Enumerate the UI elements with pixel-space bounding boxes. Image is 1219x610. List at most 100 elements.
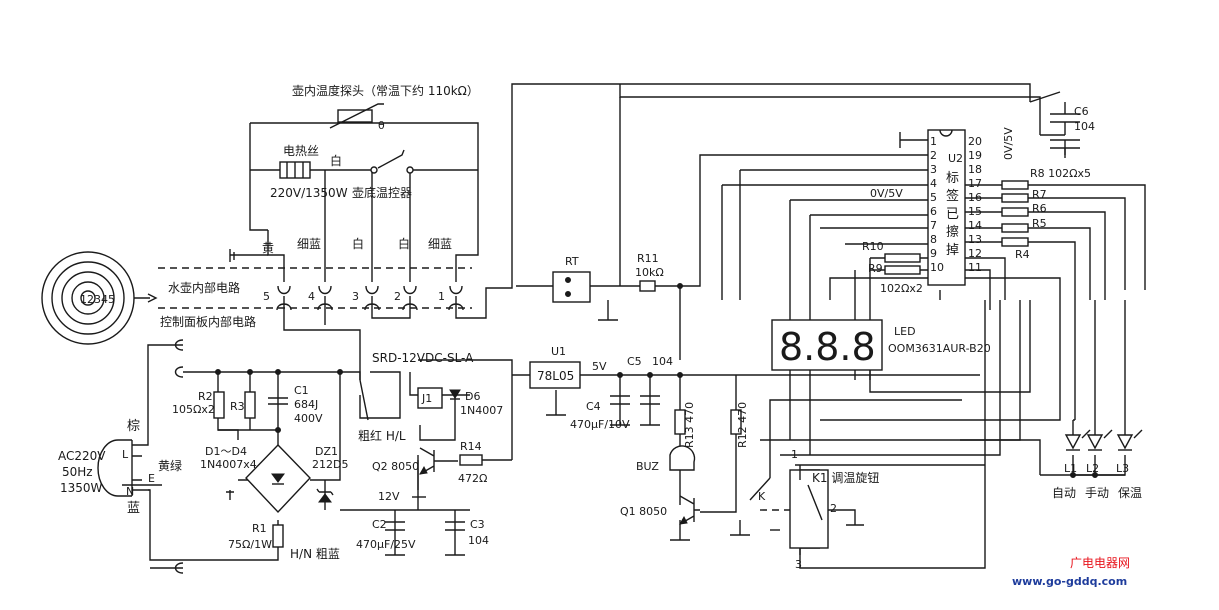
- resistor-r5: [1001, 223, 1029, 233]
- r2-value: 105Ωx2: [172, 403, 215, 416]
- u2-pin-4: 4: [930, 177, 937, 190]
- k1-pin-3: 3: [795, 558, 802, 571]
- wire-yellow: 黄: [262, 241, 274, 255]
- knob-k1: [789, 469, 829, 549]
- u2-label: U2: [948, 152, 963, 165]
- pin-1: 1: [438, 290, 445, 303]
- labels: 壶内温度探头（常温下约 110kΩ） 电热丝 220V/1350W 白 壶底温控…: [58, 83, 1142, 571]
- u2-top-voltage: 0V/5V: [1002, 127, 1015, 160]
- thick-red-label: 粗红 H/L: [358, 428, 406, 443]
- u2-voltage: 0V/5V: [870, 187, 903, 200]
- watermark-cn: 广电电器网: [1070, 556, 1130, 570]
- resistor-r7: [1001, 193, 1029, 203]
- mode-keep-warm: 保温: [1118, 486, 1142, 500]
- transistor-q1: [679, 495, 700, 525]
- chip-u2: [927, 129, 966, 286]
- probe-mark: θ: [378, 119, 385, 132]
- resistor-r3: [244, 391, 256, 419]
- indicator-leds: [1064, 429, 1143, 451]
- k1-pin-1: 1: [791, 448, 798, 461]
- rt-label: RT: [565, 255, 579, 268]
- u2-pin-7: 7: [930, 219, 937, 232]
- r3-label: R3: [230, 400, 245, 413]
- r11-value: 10kΩ: [635, 266, 664, 279]
- c3-value: 104: [468, 534, 489, 547]
- kettle-circuit-label: 水壶内部电路: [168, 280, 240, 295]
- r8-label: R8 102Ωx5: [1030, 167, 1091, 180]
- u2-pin-18: 18: [968, 163, 982, 176]
- watermark: 广电电器网 www.go-gddq.com: [1012, 556, 1130, 588]
- watermark-url: www.go-gddq.com: [1012, 575, 1127, 588]
- r6-label: R6: [1032, 202, 1047, 215]
- c3-label: C3: [470, 518, 485, 531]
- r5-label: R5: [1032, 217, 1047, 230]
- seven-seg-digits: 8.8.8: [779, 325, 876, 369]
- panel-circuit-label: 控制面板内部电路: [160, 314, 256, 329]
- zener-dz1: [318, 493, 332, 503]
- u2-note-3: 已: [946, 207, 959, 222]
- u2-note-4: 擦: [946, 225, 959, 240]
- u2-pin-16: 16: [968, 191, 982, 204]
- u2-pin-11: 11: [968, 261, 982, 274]
- k1-pin-2: 2: [830, 502, 837, 515]
- pin-5: 5: [263, 290, 270, 303]
- u1-label: U1: [551, 345, 566, 358]
- u2-pin-17: 17: [968, 177, 982, 190]
- u2-pin-3: 3: [930, 163, 937, 176]
- r14-value: 472Ω: [458, 472, 487, 485]
- r1-label: R1: [252, 522, 267, 535]
- led-display: [771, 319, 883, 371]
- white-wire-top: 白: [330, 153, 342, 168]
- base-thermostat-label: 壶底温控器: [352, 185, 412, 200]
- capacitor-c1: [268, 397, 288, 405]
- ac-in: AC220V: [58, 449, 106, 463]
- u2-note-5: 掉: [946, 243, 959, 258]
- capacitor-c4: [610, 395, 630, 405]
- c5-value: 104: [652, 355, 673, 368]
- 12v-label: 12V: [378, 490, 400, 503]
- resistor-r12: [730, 409, 742, 435]
- mode-manual: 手动: [1085, 486, 1109, 500]
- u2-pin-2: 2: [930, 149, 937, 162]
- wire-thin-blue-1: 细蓝: [297, 237, 321, 251]
- u2-note-2: 签: [946, 188, 959, 204]
- resistor-r9: [884, 265, 921, 275]
- u1-part: 78L05: [537, 369, 574, 383]
- led-part: OOM3631AUR-B20: [888, 342, 991, 355]
- d6-value: 1N4007: [460, 404, 503, 417]
- u2-pin-20: 20: [968, 135, 982, 148]
- thermostat-contact-left: [370, 166, 378, 174]
- thermostat-contact-right: [406, 166, 414, 174]
- c2-label: C2: [372, 518, 387, 531]
- pin-4: 4: [308, 290, 315, 303]
- pin-3: 3: [352, 290, 359, 303]
- u2-pin-15: 15: [968, 205, 982, 218]
- r9-r10-value: 102Ωx2: [880, 282, 923, 295]
- heater-label: 电热丝: [283, 144, 319, 158]
- capacitor-c5: [640, 395, 660, 405]
- dz1-label: DZ1: [315, 445, 338, 458]
- u2-pin-9: 9: [930, 247, 937, 260]
- u2-pin-1: 1: [930, 135, 937, 148]
- r12-label: R12 470: [736, 402, 749, 448]
- wire-yellow-green: 黄绿: [158, 458, 182, 473]
- u2-pin-10: 10: [930, 261, 944, 274]
- connector-digits: 12345: [80, 293, 115, 306]
- resistor-r14: [459, 454, 483, 466]
- base-connector: [41, 251, 158, 345]
- r2-label: R2: [198, 390, 213, 403]
- resistor-r2: [213, 391, 225, 419]
- d1d4-label: D1～D4: [205, 445, 247, 458]
- c1-value-1: 684J: [294, 398, 318, 411]
- k1-label: K1 调温旋钮: [812, 470, 879, 485]
- dz1-value: 212D5: [312, 458, 348, 471]
- r10-label: R10: [862, 240, 884, 253]
- u2-pin-13: 13: [968, 233, 982, 246]
- resistor-r8: [1001, 180, 1029, 190]
- r11-label: R11: [637, 252, 659, 265]
- u2-pin-5: 5: [930, 191, 937, 204]
- relay-coil-j1: [417, 387, 443, 409]
- plug-L: L: [122, 448, 129, 461]
